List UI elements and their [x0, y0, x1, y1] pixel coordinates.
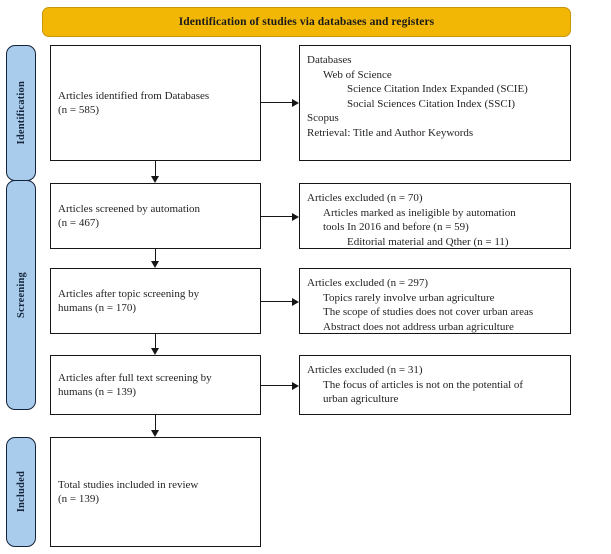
box-line: (n = 139): [58, 493, 100, 505]
box-line: humans (n = 170): [58, 302, 136, 314]
box-excluded-automation: Articles excluded (n = 70) Articles mark…: [299, 183, 571, 249]
box-line: Articles marked as ineligible by automat…: [323, 206, 516, 219]
stage-label-screening: Screening: [15, 272, 27, 318]
box-line: (n = 585): [58, 104, 100, 116]
box-line: Topics rarely involve urban agriculture: [323, 291, 495, 304]
connector-fulltext-to-included: [155, 415, 157, 430]
connector-identified-to-databases: [261, 102, 292, 104]
box-articles-after-topic-screening: Articles after topic screening by humans…: [50, 268, 261, 334]
arrow-right-icon: [292, 297, 299, 306]
arrow-down-icon: [150, 176, 159, 183]
box-line: Articles excluded (n = 70): [307, 192, 423, 204]
arrow-down-icon: [150, 261, 159, 268]
box-line: Articles after topic screening by: [58, 287, 200, 300]
arrow-right-icon: [292, 212, 299, 221]
box-line: Articles screened by automation: [58, 202, 201, 215]
stage-tab-identification: Identification: [6, 45, 36, 181]
connector-topic-to-excluded: [261, 301, 292, 303]
box-line: Articles excluded (n = 297): [307, 277, 429, 289]
diagram-title: Identification of studies via databases …: [178, 16, 435, 28]
connector-screened-to-excluded: [261, 216, 292, 218]
box-articles-identified: Articles identified from Databases (n = …: [50, 45, 261, 161]
box-line: urban agriculture: [323, 393, 399, 405]
box-excluded-topic: Articles excluded (n = 297) Topics rarel…: [299, 268, 571, 334]
box-articles-screened-automation: Articles screened by automation (n = 467…: [50, 183, 261, 249]
box-line: The focus of articles is not on the pote…: [323, 378, 524, 391]
box-line: (n = 467): [58, 217, 100, 229]
box-line: Articles excluded (n = 31): [307, 364, 423, 376]
box-line: Science Citation Index Expanded (SCIE): [347, 83, 528, 95]
diagram-header-banner: Identification of studies via databases …: [42, 7, 571, 37]
box-line: Social Sciences Citation Index (SSCI): [347, 97, 516, 110]
box-total-studies-included: Total studies included in review (n = 13…: [50, 437, 261, 547]
stage-tab-included: Included: [6, 437, 36, 547]
box-articles-after-fulltext-screening: Articles after full text screening by hu…: [50, 355, 261, 415]
box-line: Articles after full text screening by: [58, 371, 212, 384]
box-line: The scope of studies does not cover urba…: [323, 306, 534, 318]
connector-fulltext-to-excluded: [261, 385, 292, 387]
stage-label-included: Included: [15, 471, 27, 513]
box-line: Abstract does not address urban agricult…: [323, 320, 514, 333]
box-databases-detail: Databases Web of Science Science Citatio…: [299, 45, 571, 161]
box-line: humans (n = 139): [58, 386, 136, 398]
connector-topic-to-fulltext: [155, 334, 157, 348]
box-line: tools In 2016 and before (n = 59): [323, 221, 469, 233]
arrow-down-icon: [150, 430, 159, 437]
box-line: Total studies included in review: [58, 478, 199, 491]
stage-label-identification: Identification: [15, 81, 27, 145]
box-line: Retrieval: Title and Author Keywords: [307, 126, 474, 139]
stage-tab-screening: Screening: [6, 180, 36, 410]
box-line: Web of Science: [323, 68, 392, 81]
arrow-right-icon: [292, 381, 299, 390]
box-line: Databases: [307, 54, 352, 66]
arrow-down-icon: [150, 348, 159, 355]
box-line: Editorial material and Qther (n = 11): [347, 235, 509, 248]
connector-identified-to-screened: [155, 161, 157, 176]
box-line: Articles identified from Databases: [58, 89, 210, 102]
arrow-right-icon: [292, 98, 299, 107]
box-excluded-fulltext: Articles excluded (n = 31) The focus of …: [299, 355, 571, 415]
connector-screened-to-topic: [155, 249, 157, 261]
box-line: Scopus: [307, 112, 339, 124]
